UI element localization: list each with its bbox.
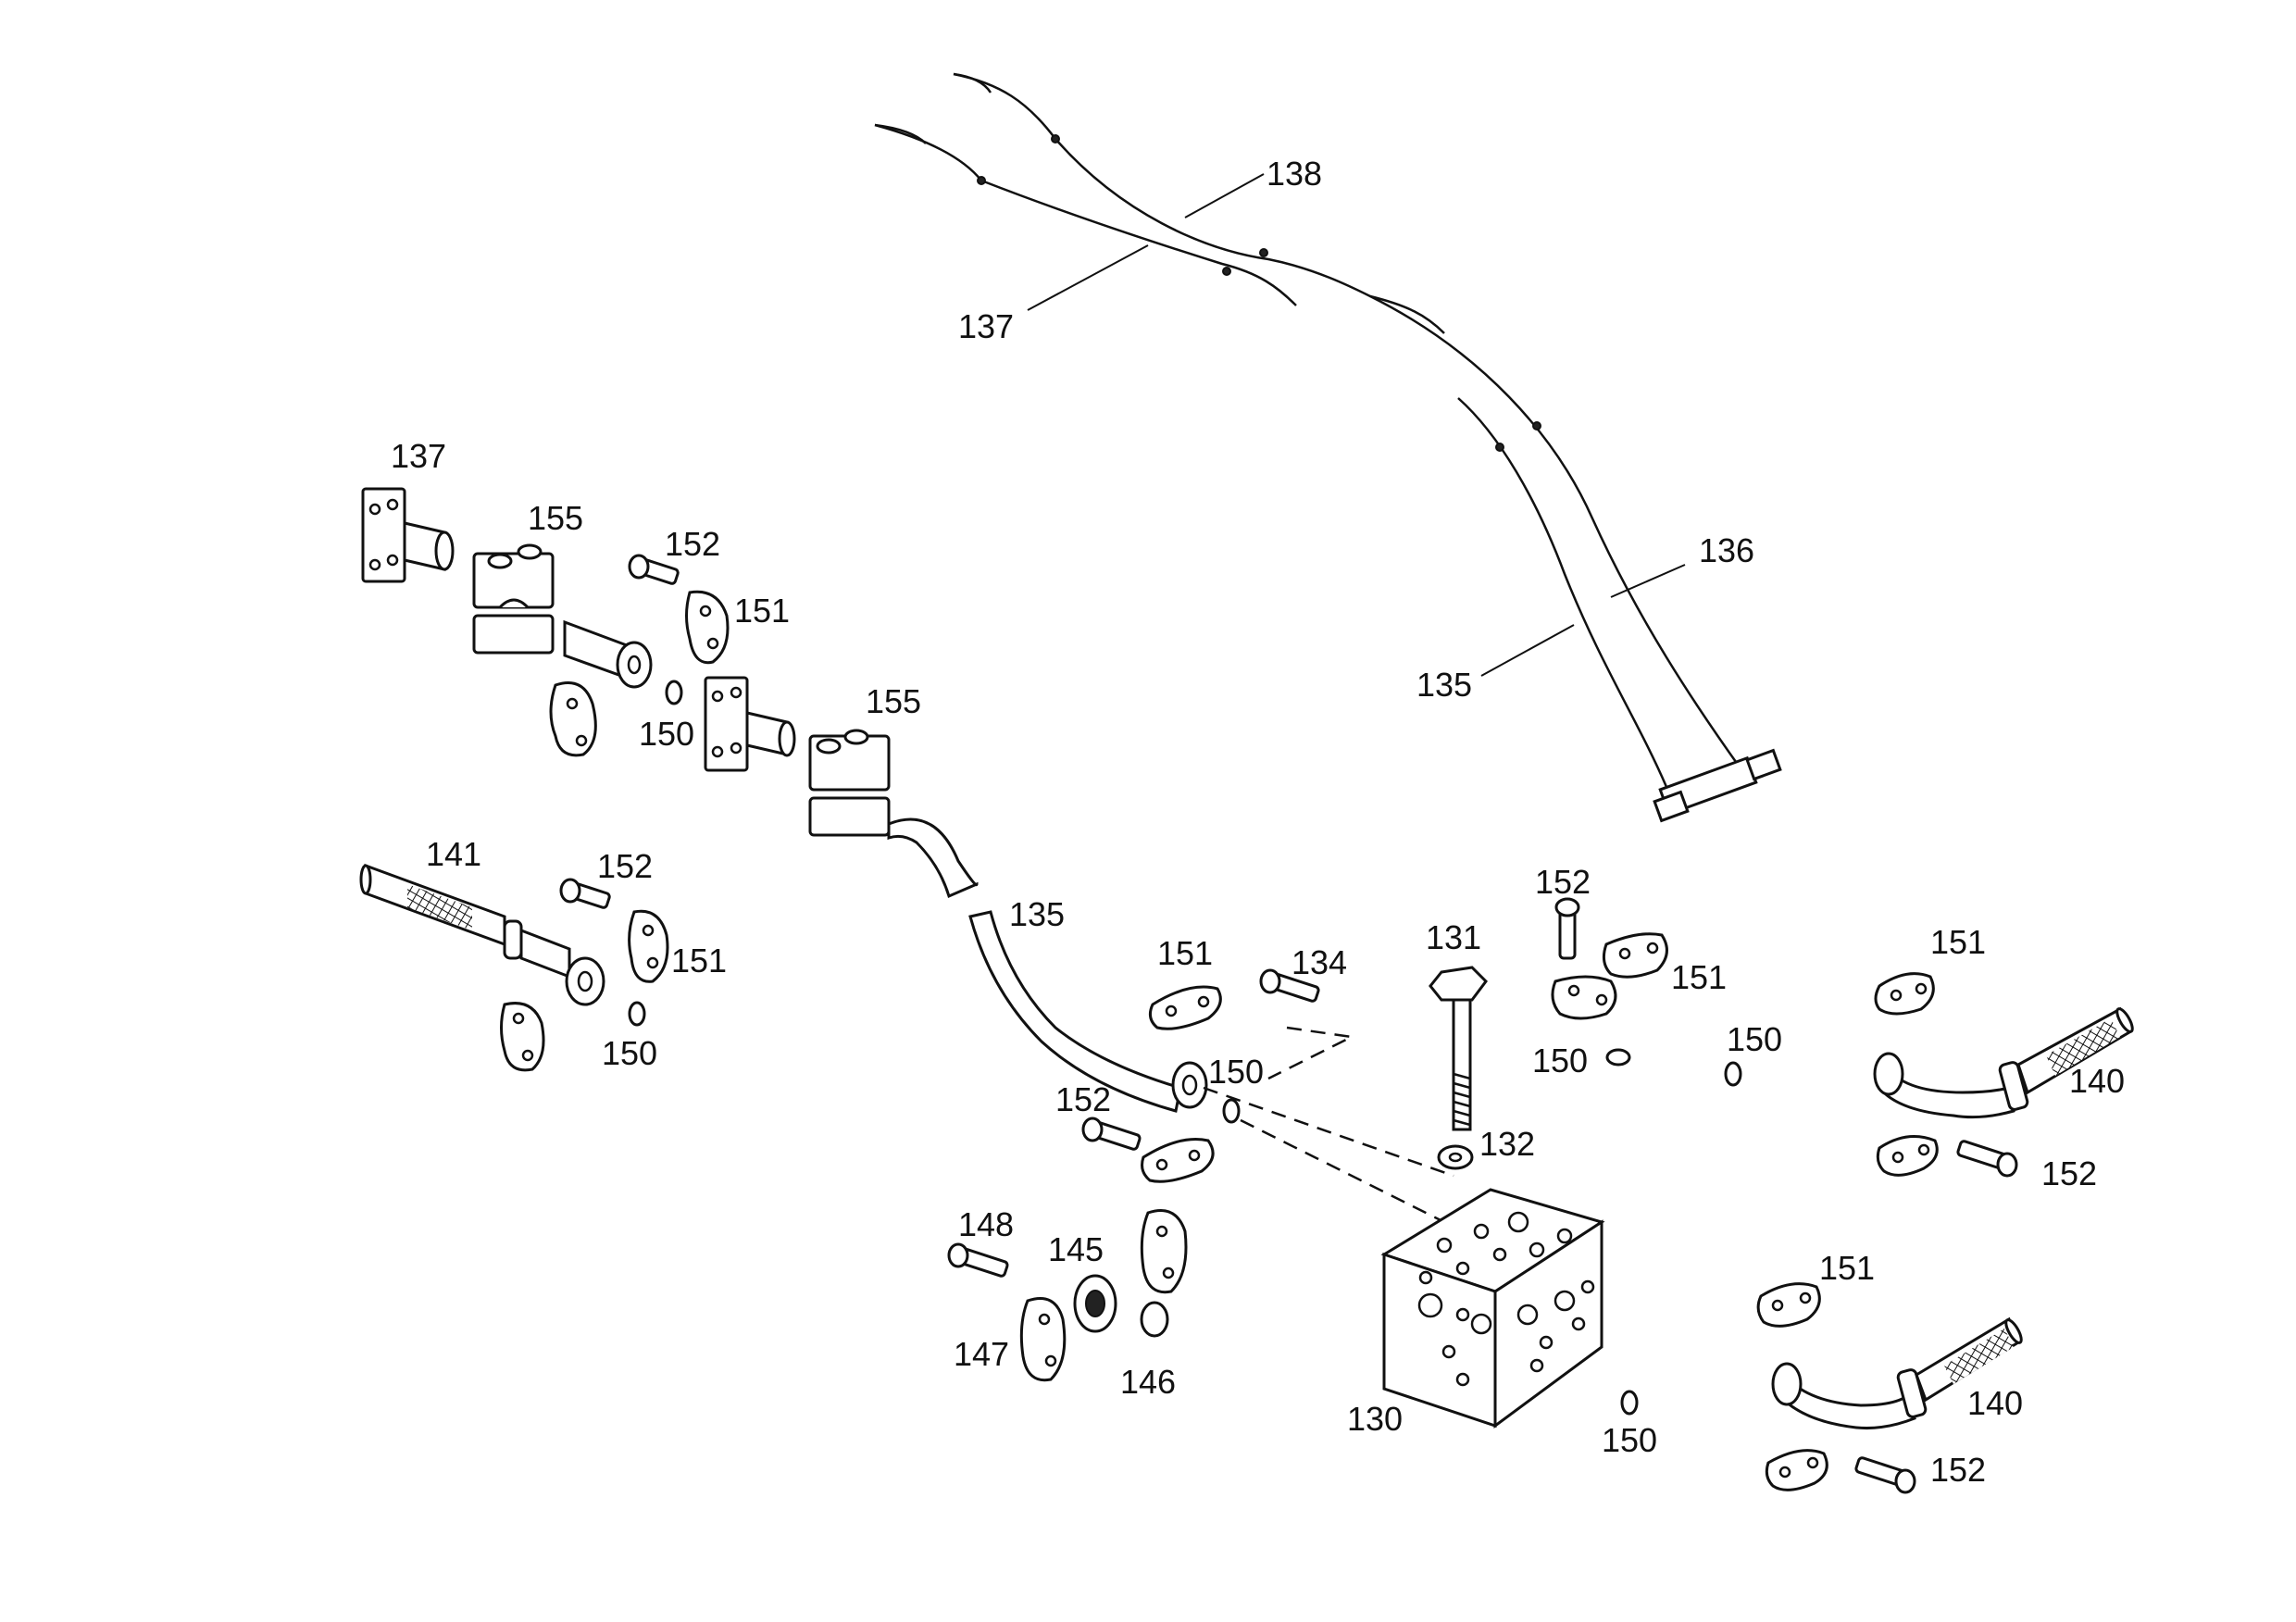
clamp-half-147 [1019,1297,1067,1382]
screw-152-b [559,878,611,909]
label-151-f: 151 [1819,1249,1875,1287]
label-137-left: 137 [958,307,1014,345]
clamp-half-b2 [500,1002,545,1072]
harness-connector [1653,748,1782,823]
label-151-b: 151 [671,942,727,979]
valve-block-130 [1380,1188,1605,1429]
clamp-half-151-a [685,590,730,665]
bolt-131 [1429,966,1488,1131]
label-151-d: 151 [1671,958,1727,996]
clamp-half-e2 [1876,1135,1939,1177]
oring-146 [1140,1301,1169,1338]
label-150-b: 150 [602,1034,657,1072]
label-137-top: 137 [391,437,446,475]
seal-145 [1073,1274,1117,1333]
label-150-f: 150 [1602,1421,1657,1459]
tube-segment-135-upper [887,817,979,899]
label-152-d: 152 [1535,863,1591,901]
label-138: 138 [1267,155,1322,193]
screw-152-c [1081,1117,1142,1151]
hose-140-b [1771,1316,2023,1430]
label-152-c: 152 [1055,1080,1111,1118]
clamp-half-151-d [1602,932,1668,979]
label-150-e: 150 [1727,1020,1782,1058]
label-134: 134 [1292,943,1347,981]
clamp-half-146-upper [1140,1209,1188,1294]
label-136: 136 [1699,531,1754,569]
label-152-f: 152 [1930,1451,1986,1489]
label-151-a: 151 [734,592,790,630]
hose-140-a [1873,1006,2134,1119]
cable-harness [874,72,1782,823]
label-152-b: 152 [597,847,653,885]
tube-stub-a [563,619,653,689]
screw-152-a [628,554,680,585]
oring-150-d [1605,1048,1631,1067]
label-135-top: 135 [1416,666,1472,704]
label-146: 146 [1120,1363,1176,1401]
callout-labels: 137 138 137 155 152 151 150 155 136 135 … [391,155,2125,1489]
oring-150-b [628,1001,646,1027]
label-151-c: 151 [1157,934,1213,972]
washer-132 [1437,1144,1474,1170]
label-131: 131 [1426,918,1481,956]
flange-137-top [361,487,455,583]
clamp-half-151-c [1148,985,1222,1030]
clamp-half-151-e [1874,972,1935,1016]
screw-152-e [1956,1140,2018,1178]
screw-148 [947,1242,1009,1278]
label-152-e: 152 [2041,1154,2097,1192]
label-150-a: 150 [639,715,694,753]
oring-150-e [1724,1061,1742,1087]
clamp-half-151-f [1756,1282,1821,1328]
clamp-half-c2 [1141,1137,1215,1183]
oring-150-f [1620,1390,1639,1416]
label-141: 141 [426,835,481,873]
label-155-b: 155 [866,682,921,720]
screw-152-f [1854,1456,1916,1494]
tube-135-lower [968,910,1208,1113]
clamp-half-a1 [549,681,597,757]
label-140-b: 140 [1967,1384,2023,1422]
oring-150-a [665,680,683,705]
label-145: 145 [1048,1230,1104,1268]
screw-152-d [1554,897,1580,960]
screw-134 [1259,968,1320,1003]
hose-141 [359,863,605,1006]
label-135-mid: 135 [1009,895,1065,933]
label-155-a: 155 [528,499,583,537]
oring-150-c [1222,1098,1241,1124]
label-132: 132 [1479,1125,1535,1163]
assembly-line-1 [1267,1026,1356,1080]
label-147: 147 [954,1335,1009,1373]
clamp-half-151-b [628,909,669,983]
label-150-d: 150 [1532,1042,1588,1079]
flange-middle [704,676,796,772]
assembly-line-3 [1240,1118,1445,1224]
label-148: 148 [958,1205,1014,1243]
clamp-155-b [808,729,891,837]
label-130: 130 [1347,1400,1403,1438]
assembly-line-2 [1203,1086,1454,1178]
label-152-a: 152 [665,525,720,563]
label-150-c: 150 [1208,1053,1264,1091]
clamp-155-a [472,543,555,655]
label-151-e: 151 [1930,923,1986,961]
leader-lines [1027,173,1686,677]
clamp-half-f2 [1765,1449,1828,1491]
label-140-a: 140 [2069,1062,2125,1100]
clamp-half-d2 [1551,975,1617,1020]
